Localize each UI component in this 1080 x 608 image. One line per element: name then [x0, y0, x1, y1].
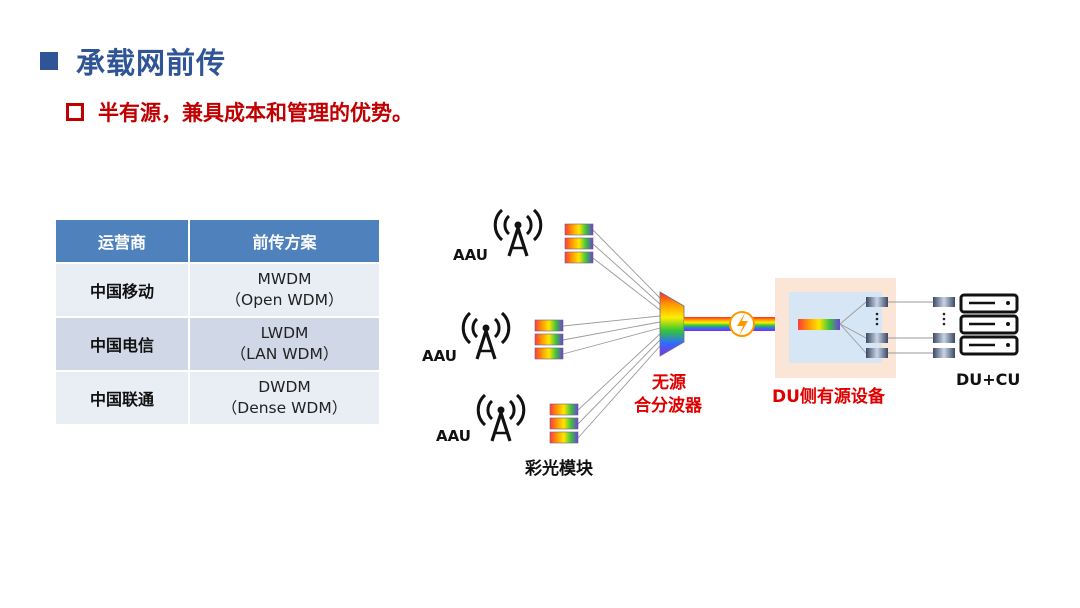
- port-link-lines: [888, 301, 933, 354]
- lightning-icon: [729, 311, 755, 337]
- passive-mux-label-line1: 无源: [651, 372, 686, 393]
- scheme-cell: MWDM （Open WDM）: [189, 263, 381, 318]
- aau-label-top: AAU: [453, 246, 488, 264]
- scheme-cell: DWDM （Dense WDM）: [189, 371, 381, 426]
- scheme-name: DWDM: [258, 378, 311, 396]
- color-module-label: 彩光模块: [524, 458, 594, 479]
- subtitle-row: 半有源，兼具成本和管理的优势。: [66, 97, 413, 127]
- color-module-stack-bottom: [549, 403, 579, 444]
- du-fanout-lines: [839, 301, 867, 354]
- color-module-stack-middle: [534, 319, 564, 360]
- ellipsis-dots: [875, 312, 946, 326]
- du-optical-ports: [866, 297, 955, 358]
- scheme-name: MWDM: [257, 270, 312, 288]
- passive-mux-icon: [659, 291, 685, 357]
- operator-name: 中国联通: [56, 371, 190, 426]
- header-operator: 运营商: [56, 220, 190, 264]
- aau-tower-top: [493, 208, 543, 258]
- server-icon: [959, 293, 1019, 356]
- fiber-lines: [562, 229, 661, 439]
- header-scheme: 前传方案: [189, 220, 381, 264]
- scheme-detail: （Open WDM）: [225, 291, 344, 309]
- passive-mux-label-line2: 合分波器: [634, 395, 703, 416]
- operator-table: 运营商 前传方案 中国移动 MWDM （Open WDM） 中国电信 LWDM …: [56, 220, 381, 426]
- du-color-module: [798, 319, 840, 330]
- subtitle-checkbox-icon: [66, 103, 84, 121]
- table-row: 中国电信 LWDM （LAN WDM）: [56, 317, 381, 372]
- aau-label-bottom: AAU: [436, 427, 471, 445]
- aau-tower-bottom: [476, 393, 526, 443]
- fronthaul-diagram: AAU AAU AAU 彩光模块 无源 合分波器: [422, 208, 1020, 479]
- operator-name: 中国移动: [56, 263, 190, 318]
- du-cu-label: DU+CU: [956, 370, 1020, 389]
- scheme-detail: （Dense WDM）: [221, 399, 348, 417]
- slide-subtitle: 半有源，兼具成本和管理的优势。: [98, 101, 413, 125]
- title-bullet-square-icon: [40, 52, 58, 70]
- color-module-stack-top: [564, 223, 594, 264]
- operator-name: 中国电信: [56, 317, 190, 372]
- table-row: 中国移动 MWDM （Open WDM）: [56, 263, 381, 318]
- table-row: 中国联通 DWDM （Dense WDM）: [56, 371, 381, 426]
- slide-title: 承载网前传: [76, 46, 227, 80]
- scheme-cell: LWDM （LAN WDM）: [189, 317, 381, 372]
- scheme-name: LWDM: [260, 324, 309, 342]
- aau-label-middle: AAU: [422, 347, 457, 365]
- aau-tower-middle: [461, 311, 511, 361]
- slide-title-row: 承载网前传: [40, 40, 226, 82]
- du-active-equipment-label: DU侧有源设备: [772, 386, 886, 407]
- scheme-detail: （LAN WDM）: [230, 345, 339, 363]
